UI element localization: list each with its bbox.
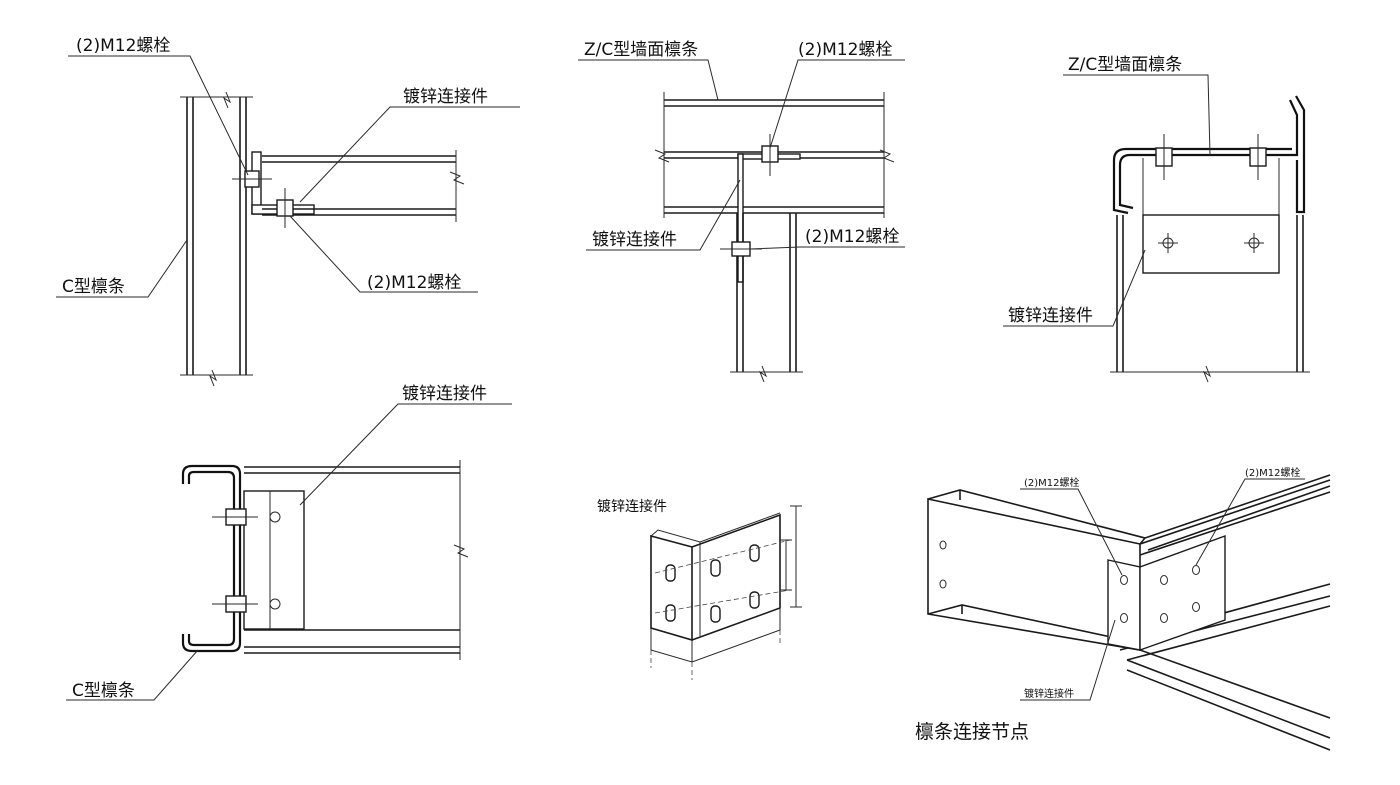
detail-1-side-view: (2)M12螺栓 镀锌连接件 (2)M12螺栓 C型檩条 [56, 36, 520, 387]
detail-4-plan-view: 镀锌连接件 C型檩条 [66, 384, 512, 701]
connector-label: 镀锌连接件 [1024, 687, 1074, 700]
bolt-icon [212, 595, 281, 613]
bolt-label: (2)M12螺栓 [798, 40, 892, 60]
bolt-label: (2)M12螺栓 [1245, 466, 1301, 479]
wall-purlin-label: Z/C型墙面檩条 [1068, 55, 1182, 75]
bolt-hole-icon [1158, 233, 1178, 253]
c-purlin-label: C型檩条 [62, 277, 125, 297]
bolt-label: (2)M12螺栓 [76, 36, 170, 56]
connector-label: 镀锌连接件 [1008, 306, 1093, 326]
connector-label: 镀锌连接件 [403, 87, 488, 107]
connector-label: 镀锌连接件 [597, 498, 667, 515]
connector-label: 镀锌连接件 [592, 230, 677, 250]
bolt-label: (2)M12螺栓 [367, 273, 461, 293]
bolt-icon [212, 508, 281, 526]
bolt-label: (2)M12螺栓 [1024, 476, 1080, 489]
c-purlin-label: C型檩条 [72, 681, 135, 701]
detail-5-connector-isometric: 镀锌连接件 [597, 498, 802, 680]
detail-6-3d-node: (2)M12螺栓 (2)M12螺栓 镀锌连接件 檩条连接节点 [915, 466, 1331, 751]
node-title: 檩条连接节点 [915, 721, 1029, 743]
bolt-icon [232, 170, 272, 188]
detail-3-end-view: Z/C型墙面檩条 镀锌连接件 [1003, 55, 1310, 383]
detail-2-front-view: Z/C型墙面檩条 (2)M12螺栓 镀锌连接件 (2)M12螺栓 [578, 40, 905, 383]
bolt-icon [1155, 134, 1173, 180]
bolt-label: (2)M12螺栓 [805, 227, 899, 247]
bolt-icon [276, 188, 294, 228]
connector-label: 镀锌连接件 [402, 384, 487, 404]
bolt-hole-icon [1244, 233, 1264, 253]
bolt-icon [1249, 134, 1267, 180]
bolt-icon [761, 134, 779, 176]
wall-purlin-label: Z/C型墙面檩条 [584, 40, 698, 60]
